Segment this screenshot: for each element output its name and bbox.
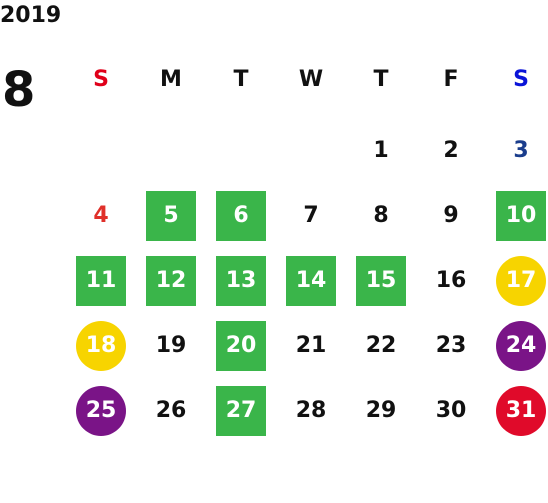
calendar-day-5[interactable]: 5 — [146, 191, 196, 241]
calendar-day-23[interactable]: 23 — [435, 333, 467, 358]
calendar-day-9[interactable]: 9 — [443, 203, 459, 228]
weekday-header-tuesday: T — [233, 67, 249, 92]
calendar-day-15[interactable]: 15 — [356, 256, 406, 306]
calendar-day-20[interactable]: 20 — [216, 321, 266, 371]
weekday-header-monday: M — [160, 67, 182, 92]
weekday-header-sunday: S — [93, 67, 109, 92]
calendar-day-26[interactable]: 26 — [155, 398, 187, 423]
calendar-day-3[interactable]: 3 — [513, 138, 529, 163]
calendar-day-18[interactable]: 18 — [76, 321, 126, 371]
weekday-header-friday: F — [443, 67, 459, 92]
year-label: 2019 — [0, 3, 62, 28]
calendar-day-6[interactable]: 6 — [216, 191, 266, 241]
calendar-day-25[interactable]: 25 — [76, 386, 126, 436]
calendar-day-31[interactable]: 31 — [496, 386, 546, 436]
calendar-day-30[interactable]: 30 — [435, 398, 467, 423]
calendar-day-14[interactable]: 14 — [286, 256, 336, 306]
calendar-day-2[interactable]: 2 — [443, 138, 459, 163]
calendar-day-12[interactable]: 12 — [146, 256, 196, 306]
calendar-day-22[interactable]: 22 — [365, 333, 397, 358]
calendar-day-13[interactable]: 13 — [216, 256, 266, 306]
calendar-day-1[interactable]: 1 — [373, 138, 389, 163]
weekday-header-thursday: T — [373, 67, 389, 92]
weekday-header-saturday: S — [513, 67, 529, 92]
calendar-day-16[interactable]: 16 — [435, 268, 467, 293]
calendar-day-19[interactable]: 19 — [155, 333, 187, 358]
calendar-day-7[interactable]: 7 — [303, 203, 319, 228]
month-number: 8 — [2, 62, 36, 118]
calendar-day-17[interactable]: 17 — [496, 256, 546, 306]
calendar-day-10[interactable]: 10 — [496, 191, 546, 241]
weekday-header-wednesday: W — [298, 67, 324, 92]
calendar-day-24[interactable]: 24 — [496, 321, 546, 371]
calendar-day-27[interactable]: 27 — [216, 386, 266, 436]
calendar-day-29[interactable]: 29 — [365, 398, 397, 423]
calendar-day-11[interactable]: 11 — [76, 256, 126, 306]
calendar-day-8[interactable]: 8 — [373, 203, 389, 228]
calendar-day-4[interactable]: 4 — [93, 203, 109, 228]
calendar-day-21[interactable]: 21 — [295, 333, 327, 358]
calendar-day-28[interactable]: 28 — [295, 398, 327, 423]
